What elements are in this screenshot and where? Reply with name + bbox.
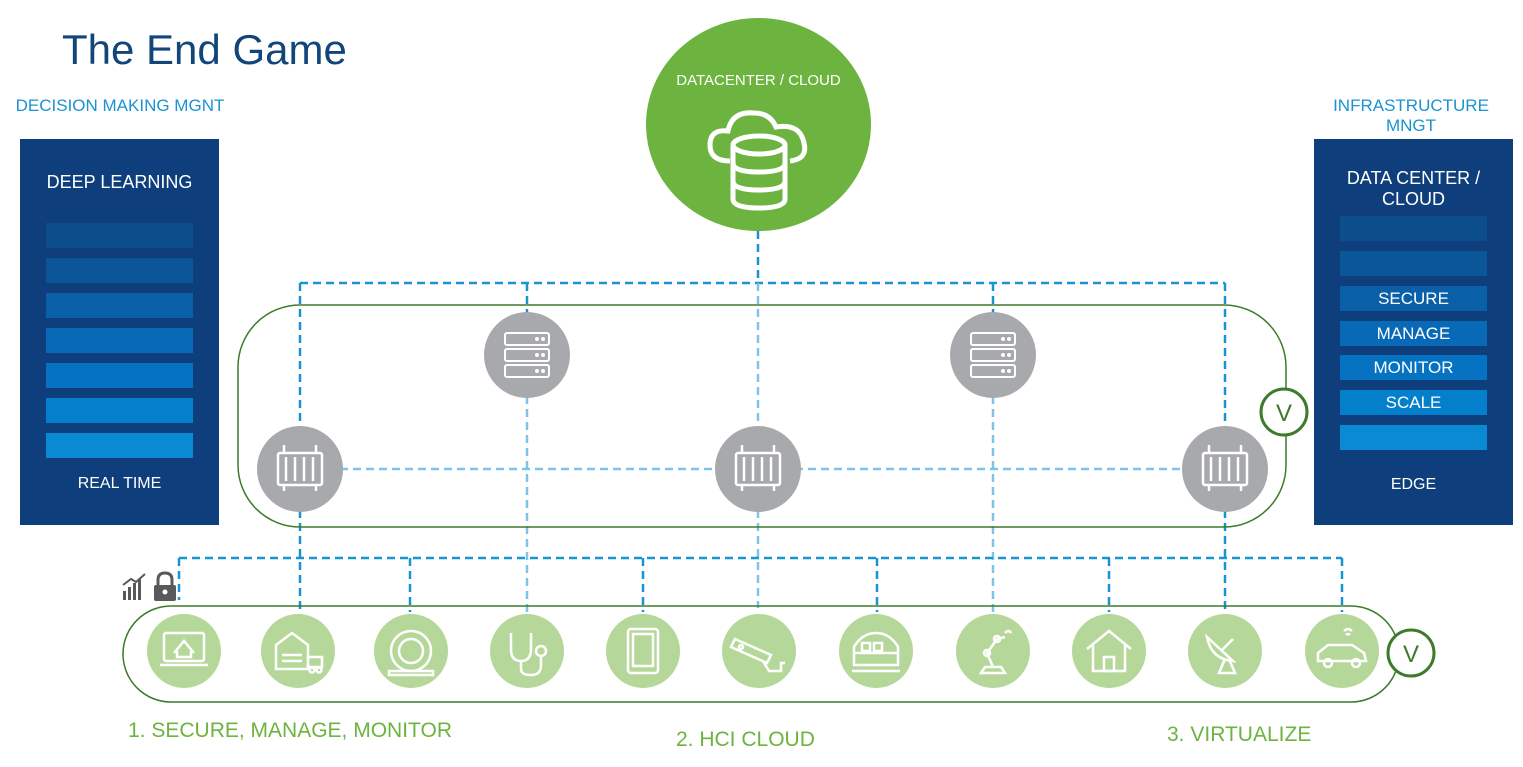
stethoscope-icon <box>490 614 564 688</box>
step-secure-manage-monitor: 1. SECURE, MANAGE, MONITOR <box>128 719 452 742</box>
smart-home-monitor-icon <box>147 614 221 688</box>
train-icon <box>839 614 913 688</box>
page-title: The End Game <box>62 26 347 73</box>
hci-virtualize-badge: V <box>1259 387 1309 437</box>
right-bar-secure: SECURE <box>1340 286 1487 311</box>
left-bar-5 <box>46 363 193 388</box>
warehouse-truck-icon <box>261 614 335 688</box>
device-bus <box>177 510 1344 612</box>
house-icon <box>1072 614 1146 688</box>
right-bar-7 <box>1340 425 1487 450</box>
datacenter-cloud-node: DATACENTER / CLOUD <box>646 18 871 231</box>
right-bar-monitor: MONITOR <box>1340 355 1487 380</box>
gateway-icon <box>257 426 343 512</box>
decision-making-label: DECISION MAKING MGNT <box>15 96 225 115</box>
edge-label: EDGE <box>1390 476 1437 493</box>
left-bar-7 <box>46 433 193 458</box>
gateway-icon <box>1182 426 1268 512</box>
left-bar-4 <box>46 328 193 353</box>
tablet-icon <box>606 614 680 688</box>
edge-virtualize-badge: V <box>1386 628 1436 678</box>
left-bar-6 <box>46 398 193 423</box>
right-bar-2 <box>1340 251 1487 276</box>
left-bar-2 <box>46 258 193 283</box>
uplink-connectors <box>298 231 1227 430</box>
robot-arm-icon <box>956 614 1030 688</box>
step-hci-cloud: 2. HCI CLOUD <box>676 728 815 751</box>
security-camera-icon <box>722 614 796 688</box>
edge-virtualize-text: V <box>1403 641 1419 668</box>
mri-scanner-icon <box>374 614 448 688</box>
right-bar-manage: MANAGE <box>1340 321 1487 346</box>
step-virtualize: 3. VIRTUALIZE <box>1167 723 1312 746</box>
data-center-cloud-title: DATA CENTER / CLOUD <box>1346 168 1481 209</box>
hci-virtualize-text: V <box>1276 400 1292 427</box>
deep-learning-title: DEEP LEARNING <box>46 172 193 192</box>
rack-server-icon <box>484 312 570 398</box>
cloud-database-icon <box>707 110 808 211</box>
gateway-icon <box>715 426 801 512</box>
satellite-dish-icon <box>1188 614 1262 688</box>
real-time-label: REAL TIME <box>77 475 162 492</box>
right-bar-1 <box>1340 216 1487 241</box>
datacenter-cloud-label: DATACENTER / CLOUD <box>676 72 841 89</box>
infrastructure-label: INFRASTRUCTURE MNGT <box>1333 96 1489 135</box>
analytics-lock-icon <box>122 571 176 601</box>
right-bar-scale: SCALE <box>1340 390 1487 415</box>
left-bar-3 <box>46 293 193 318</box>
left-bar-1 <box>46 223 193 248</box>
deep-learning-panel: DEEP LEARNING REAL TIME <box>20 139 219 525</box>
rack-server-icon <box>950 312 1036 398</box>
infrastructure-panel: DATA CENTER / CLOUD SECURE MANAGE MONITO… <box>1314 139 1513 525</box>
connected-car-icon <box>1305 614 1379 688</box>
